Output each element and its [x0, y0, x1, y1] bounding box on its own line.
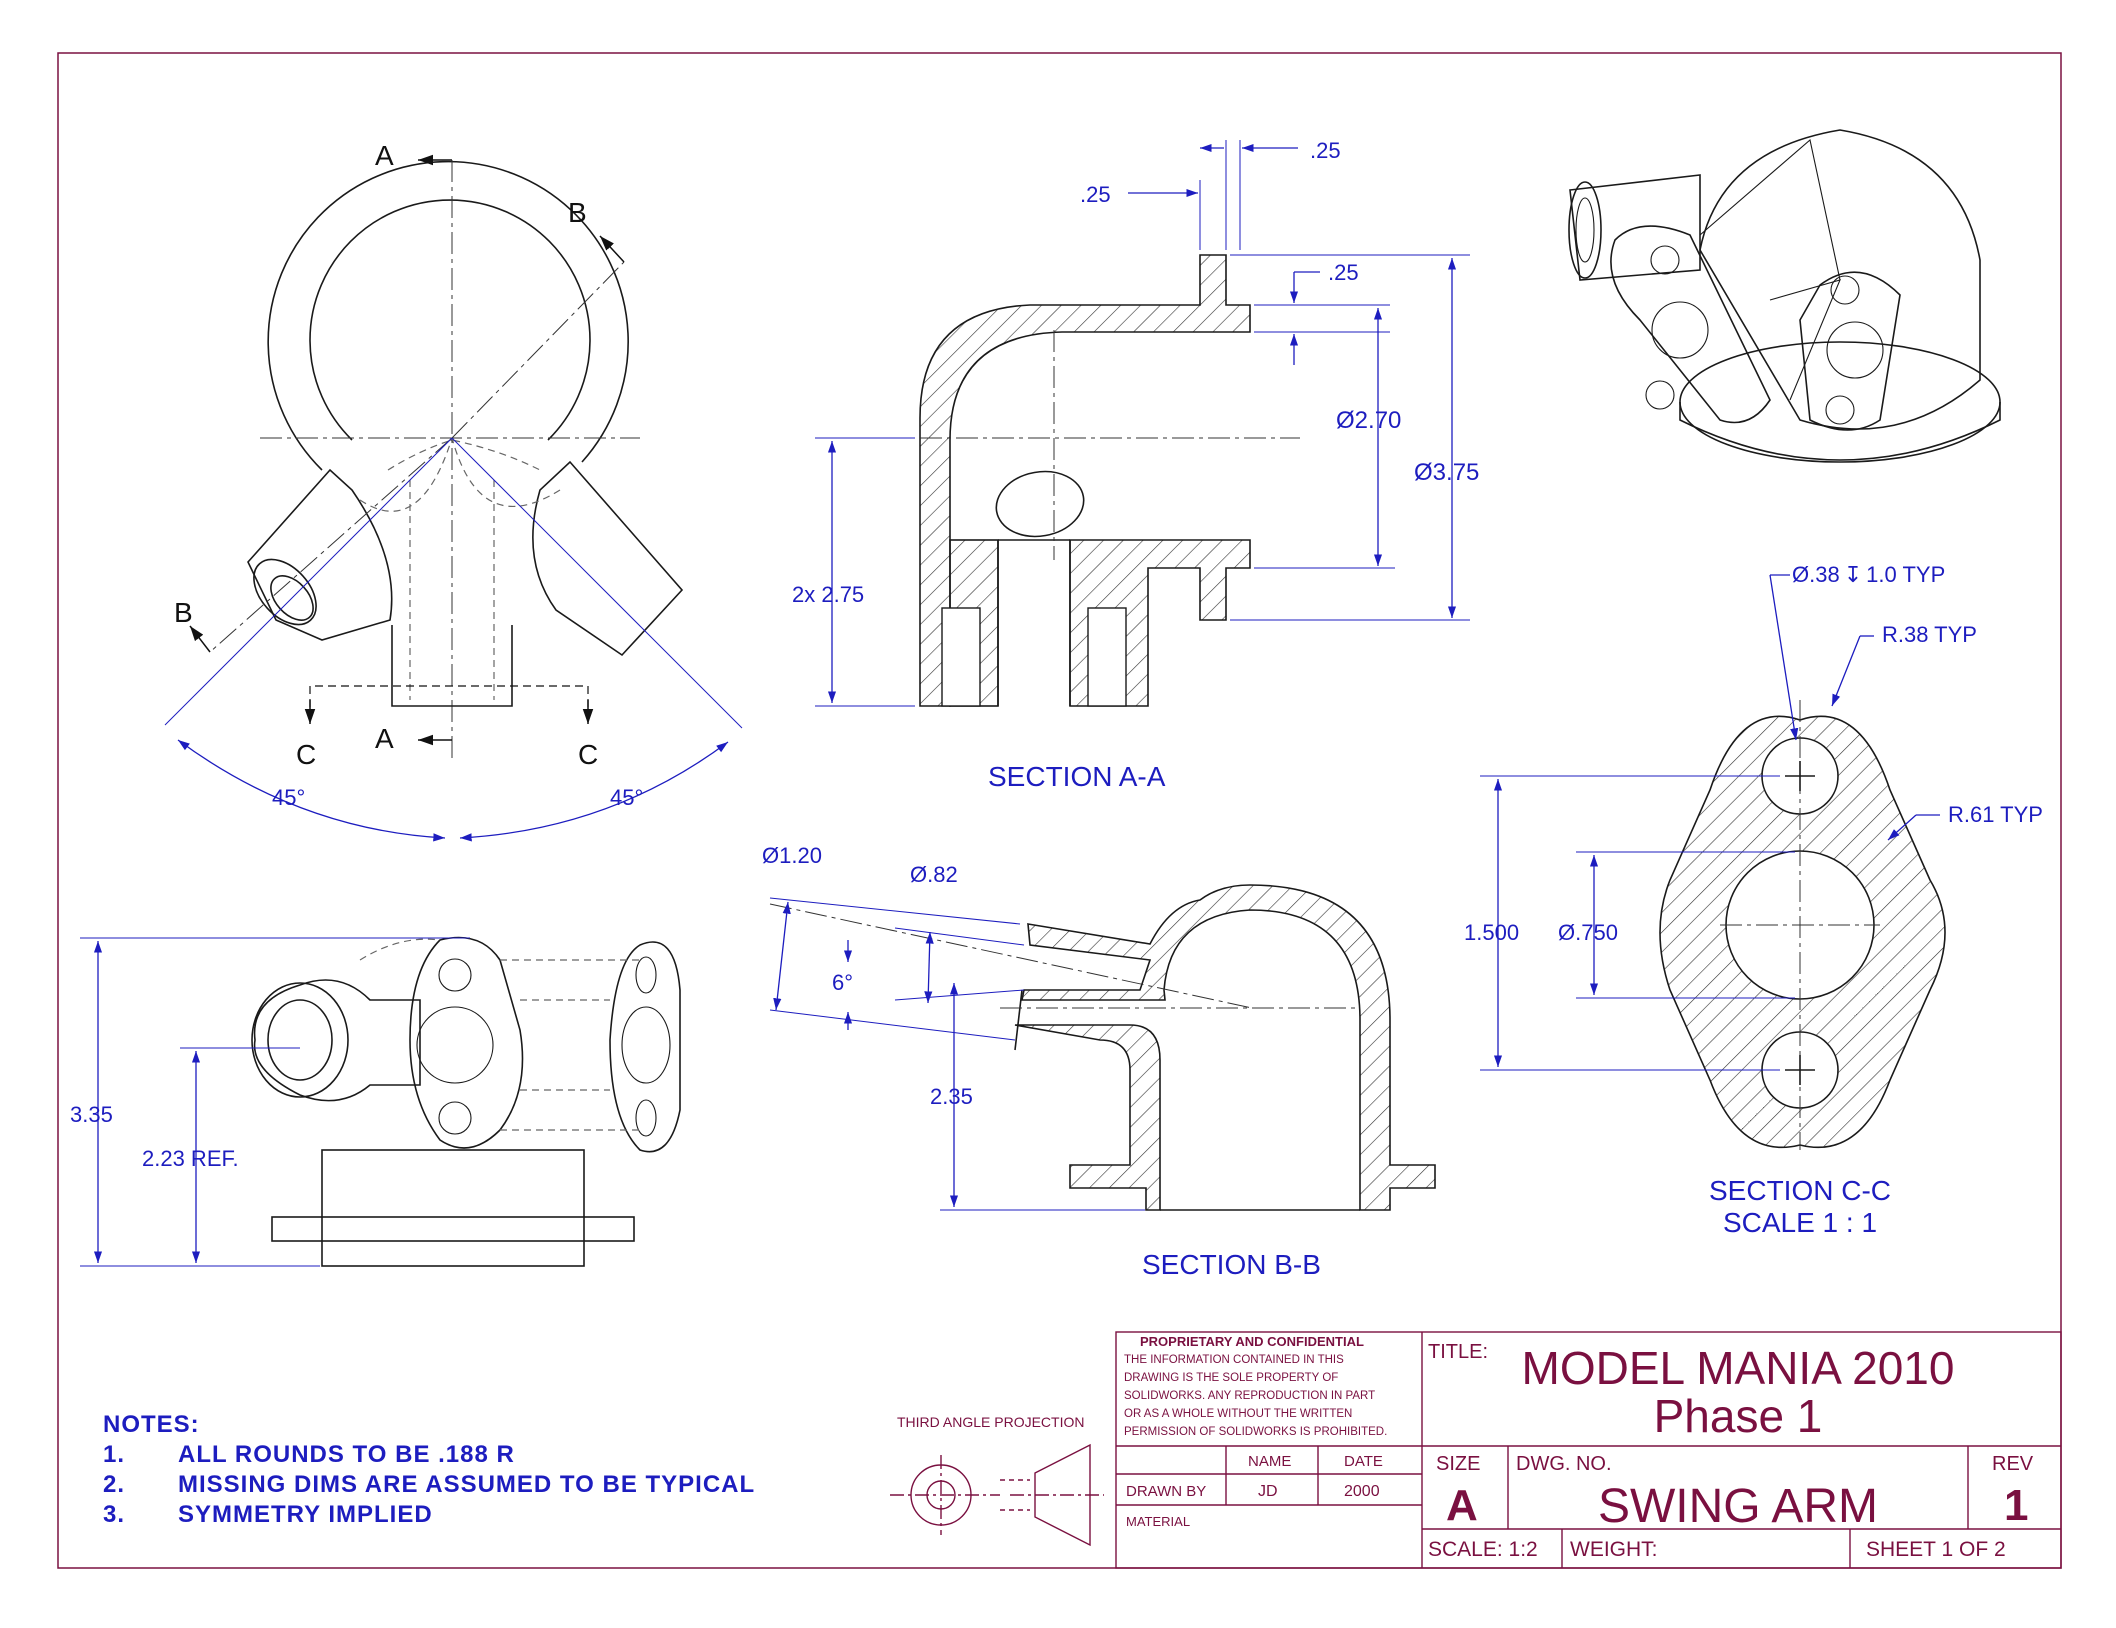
size-label: SIZE — [1436, 1453, 1480, 1475]
note-1-number: 1. — [103, 1441, 125, 1468]
bb-dim-dia-inner: Ø.82 — [910, 862, 958, 887]
proprietary-line-2: DRAWING IS THE SOLE PROPERTY OF — [1124, 1372, 1338, 1384]
cc-dim-hole: Ø.38↧1.0 TYP — [1792, 562, 1945, 587]
drawn-by-label: DRAWN BY — [1126, 1483, 1206, 1500]
section-letter-c-right: C — [578, 739, 598, 770]
rev-label: REV — [1992, 1453, 2034, 1475]
aa-dim-top-right: .25 — [1310, 138, 1341, 163]
proprietary-line-5: PERMISSION OF SOLIDWORKS IS PROHIBITED. — [1124, 1426, 1387, 1438]
weight-field: WEIGHT: — [1570, 1538, 1658, 1561]
note-2-number: 2. — [103, 1471, 125, 1498]
dwg-no-value: SWING ARM — [1598, 1480, 1878, 1533]
projection-label: THIRD ANGLE PROJECTION — [897, 1414, 1084, 1430]
front-dim-overall: 3.35 — [70, 1102, 113, 1127]
top-view-outer-ring — [267, 160, 629, 471]
section-b-b-view: Ø1.20 Ø.82 6° 2.35 SECTION B-B — [762, 843, 1436, 1280]
top-view: 45° 45° A A B B C C — [164, 140, 743, 842]
title-block: PROPRIETARY AND CONFIDENTIAL THE INFORMA… — [1115, 1331, 2062, 1569]
front-view: 3.35 2.23 REF. — [70, 936, 681, 1267]
section-c-c-scale-label: SCALE 1 : 1 — [1723, 1207, 1877, 1238]
isometric-view — [1568, 129, 2001, 463]
drawn-by-name: JD — [1258, 1483, 1278, 1500]
proprietary-heading: PROPRIETARY AND CONFIDENTIAL — [1140, 1334, 1364, 1349]
section-letter-a-top: A — [375, 140, 394, 171]
name-header: NAME — [1248, 1453, 1291, 1470]
size-value: A — [1446, 1481, 1478, 1530]
section-letter-b-left: B — [174, 597, 193, 628]
section-c-c-view: Ø.38↧1.0 TYP R.38 TYP R.61 TYP 1.500 Ø.7… — [1464, 562, 2043, 1238]
drawn-by-date: 2000 — [1344, 1483, 1380, 1500]
cc-dim-radius-large: R.61 TYP — [1948, 802, 2043, 827]
aa-dim-dia-outer: Ø3.75 — [1414, 459, 1479, 486]
aa-dim-height: 2x 2.75 — [792, 582, 864, 607]
bb-dim-height: 2.35 — [930, 1084, 973, 1109]
title-line-1: MODEL MANIA 2010 — [1522, 1342, 1955, 1394]
section-letter-c-left: C — [296, 739, 316, 770]
date-header: DATE — [1344, 1453, 1383, 1470]
bb-dim-angle: 6° — [832, 970, 853, 995]
note-3-text: SYMMETRY IMPLIED — [178, 1501, 433, 1528]
notes-block: NOTES: 1. ALL ROUNDS TO BE .188 R 2. MIS… — [103, 1411, 755, 1528]
aa-dim-flange: .25 — [1328, 260, 1359, 285]
sheet-border — [57, 52, 2062, 1569]
scale-field: SCALE: 1:2 — [1428, 1538, 1538, 1561]
proprietary-line-3: SOLIDWORKS. ANY REPRODUCTION IN PART — [1124, 1390, 1375, 1402]
proprietary-line-4: OR AS A WHOLE WITHOUT THE WRITTEN — [1124, 1408, 1352, 1420]
section-letter-b-top: B — [568, 197, 587, 228]
note-1-text: ALL ROUNDS TO BE .188 R — [178, 1441, 515, 1468]
material-label: MATERIAL — [1126, 1514, 1190, 1529]
angle-left-label: 45° — [272, 785, 305, 810]
title-line-2: Phase 1 — [1654, 1390, 1823, 1442]
front-dim-ref: 2.23 REF. — [142, 1146, 239, 1171]
cc-dim-span: 1.500 — [1464, 920, 1519, 945]
third-angle-projection-symbol: THIRD ANGLE PROJECTION — [890, 1414, 1104, 1547]
note-3-number: 3. — [103, 1501, 125, 1528]
top-view-inner-ring — [309, 199, 591, 441]
aa-dim-dia-inner: Ø2.70 — [1336, 407, 1401, 434]
sheet-field: SHEET 1 OF 2 — [1866, 1538, 2006, 1561]
rev-value: 1 — [2004, 1481, 2028, 1530]
dwg-no-label: DWG. NO. — [1516, 1453, 1612, 1475]
cc-dim-radius-small: R.38 TYP — [1882, 622, 1977, 647]
bb-dim-dia-outer: Ø1.20 — [762, 843, 822, 868]
aa-dim-top-left: .25 — [1080, 182, 1111, 207]
section-c-c-label: SECTION C-C — [1709, 1175, 1891, 1206]
section-a-a-view: .25 .25 .25 Ø2.70 Ø3.75 2x 2.75 SECTION … — [792, 138, 1479, 792]
title-label: TITLE: — [1428, 1341, 1488, 1363]
section-a-a-label: SECTION A-A — [988, 761, 1166, 792]
section-b-b-label: SECTION B-B — [1142, 1249, 1321, 1280]
note-2-text: MISSING DIMS ARE ASSUMED TO BE TYPICAL — [178, 1471, 755, 1498]
proprietary-line-1: THE INFORMATION CONTAINED IN THIS — [1124, 1354, 1344, 1366]
angle-right-label: 45° — [610, 785, 643, 810]
notes-heading: NOTES: — [103, 1411, 200, 1438]
section-letter-a-bottom: A — [375, 723, 394, 754]
cc-dim-dia-center: Ø.750 — [1558, 920, 1618, 945]
